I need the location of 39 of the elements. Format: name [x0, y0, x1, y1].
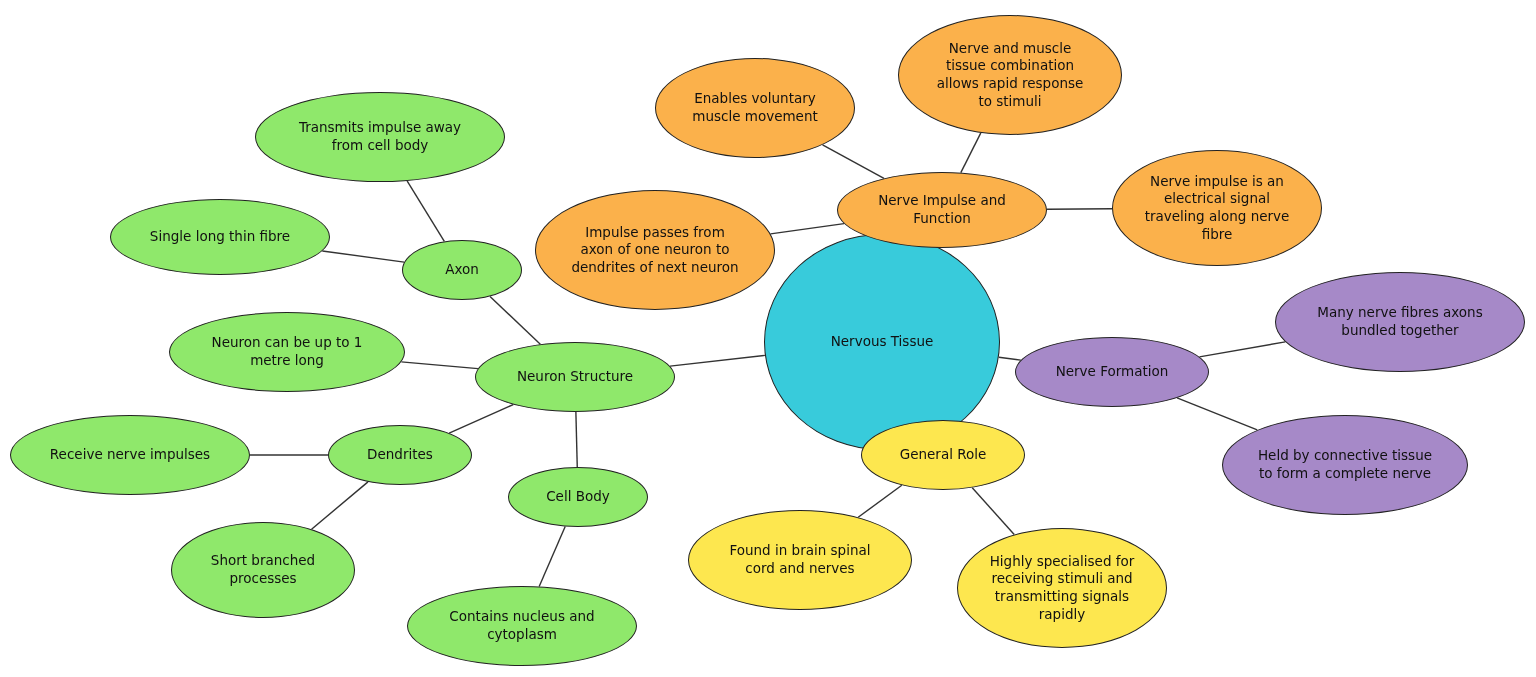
- bubble-label: Nerve Impulse and Function: [877, 192, 1007, 228]
- connector-line: [998, 356, 1022, 361]
- connector-line: [821, 144, 885, 180]
- connector-line: [400, 361, 479, 370]
- bubble-label: Axon: [445, 261, 479, 279]
- bubble-label: Neuron Structure: [516, 368, 634, 386]
- connector-line: [669, 354, 766, 367]
- bubble-label: Held by connective tissue to form a complete nerve: [1256, 447, 1433, 483]
- bubble-label: Cell Body: [546, 488, 610, 506]
- connector-line: [1198, 341, 1287, 358]
- bubble-label: Many nerve fibres axons bundled together: [1316, 304, 1484, 340]
- connector-line: [960, 132, 982, 174]
- bubble-label: Neuron can be up to 1 metre long: [210, 334, 364, 370]
- bubble-label: Single long thin fibre: [149, 228, 291, 246]
- bubble-label: Enables voluntary muscle movement: [691, 90, 819, 126]
- bubble-label: Nerve and muscle tissue combination allows rapid response to stimuli: [935, 39, 1085, 111]
- bubble-label: Highly specialised for receiving stimuli and transmitting signals rapidly: [988, 552, 1136, 624]
- bubble-label: Nervous Tissue: [830, 333, 934, 351]
- bubble-label: Dendrites: [367, 446, 433, 464]
- connector-line: [1046, 208, 1113, 210]
- bubble-label: Short branched processes: [209, 552, 317, 588]
- connector-line: [249, 454, 329, 456]
- connector-line: [321, 250, 405, 263]
- connector-line: [538, 525, 566, 588]
- connector-line: [448, 403, 514, 434]
- bubble-label: Receive nerve impulses: [49, 446, 211, 464]
- connector-line: [971, 487, 1015, 536]
- bubble-label: General Role: [899, 446, 987, 464]
- bubble-label: Found in brain spinal cord and nerves: [728, 542, 872, 578]
- bubble-label: Impulse passes from axon of one neuron to dendrites of next neuron: [570, 223, 740, 277]
- bubble-label: Transmits impulse away from cell body: [297, 119, 463, 155]
- bubble-label: Nerve Formation: [1055, 363, 1169, 381]
- bubble-label: Contains nucleus and cytoplasm: [448, 608, 596, 644]
- connector-line: [310, 481, 369, 530]
- connector-line: [1176, 397, 1258, 431]
- connector-line: [857, 484, 903, 518]
- connector-line: [575, 411, 578, 468]
- bubble-label: Nerve impulse is an electrical signal traveling along nerve fibre: [1143, 172, 1291, 244]
- connector-line: [489, 295, 542, 345]
